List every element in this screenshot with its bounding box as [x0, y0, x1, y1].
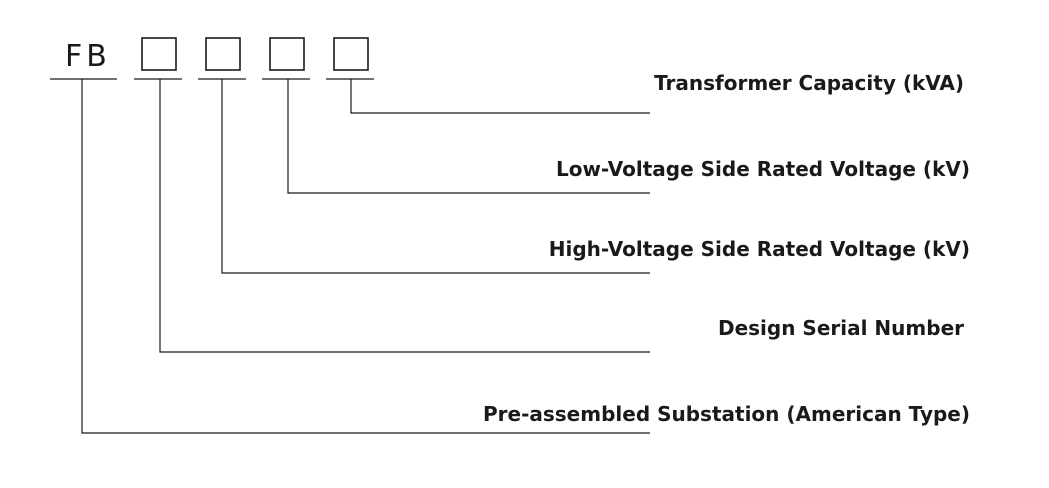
model-prefix: FB — [65, 39, 111, 74]
placeholder-box-3 — [269, 37, 305, 71]
leader-line-high-voltage — [221, 79, 650, 274]
placeholder-box-1 — [141, 37, 177, 71]
label-high-voltage-side: High-Voltage Side Rated Voltage (kV) — [549, 237, 970, 261]
label-low-voltage-side: Low-Voltage Side Rated Voltage (kV) — [556, 157, 970, 181]
label-design-serial-number: Design Serial Number — [718, 316, 964, 340]
leader-line-low-voltage — [287, 79, 650, 194]
leader-line-substation-type — [81, 79, 650, 434]
leader-line-capacity — [350, 79, 650, 114]
label-substation-type: Pre-assembled Substation (American Type) — [483, 402, 970, 426]
leader-line-design-serial — [159, 79, 650, 353]
placeholder-box-4 — [333, 37, 369, 71]
placeholder-box-2 — [205, 37, 241, 71]
label-transformer-capacity: Transformer Capacity (kVA) — [654, 71, 964, 95]
